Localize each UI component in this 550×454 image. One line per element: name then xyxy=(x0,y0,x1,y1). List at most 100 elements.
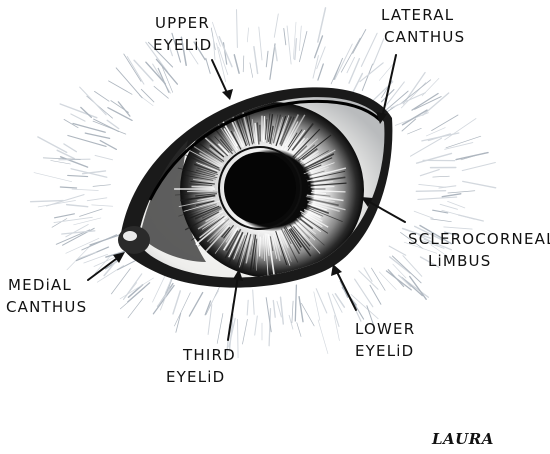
iris-fiber xyxy=(309,167,347,178)
fur-stroke xyxy=(258,26,263,61)
fur-stroke xyxy=(92,120,127,135)
iris-fiber xyxy=(180,194,216,202)
iris-fiber xyxy=(223,224,235,239)
fur-stroke xyxy=(152,272,167,303)
iris-fiber xyxy=(195,200,215,206)
fur-stroke xyxy=(461,162,496,172)
iris-fiber xyxy=(194,206,222,220)
iris-fiber xyxy=(188,143,224,166)
fur-stroke xyxy=(312,55,319,79)
fur-stroke xyxy=(65,237,100,254)
fur-stroke xyxy=(78,251,97,260)
iris-fiber xyxy=(310,191,327,194)
fur-stroke xyxy=(286,25,292,65)
fur-stroke xyxy=(276,300,282,318)
iris-fiber xyxy=(303,208,322,219)
fur-stroke xyxy=(265,50,269,68)
arrow-third-eyelid xyxy=(227,269,243,341)
iris-fiber xyxy=(310,181,334,185)
iris-fiber xyxy=(280,234,292,262)
fur-stroke xyxy=(388,245,407,256)
artist-signature: LAURA xyxy=(431,430,494,448)
fur-stroke xyxy=(439,203,458,210)
iris-fiber xyxy=(214,227,234,254)
fur-stroke xyxy=(65,224,89,238)
fur-stroke xyxy=(415,152,453,164)
fur-stroke xyxy=(419,224,453,245)
iris-fiber xyxy=(296,217,317,235)
fur-stroke xyxy=(156,287,172,307)
iris-fiber xyxy=(292,226,311,247)
iris-fiber xyxy=(190,173,216,180)
iris-fiber xyxy=(284,121,299,147)
fur-stroke xyxy=(180,36,187,67)
fur-stroke xyxy=(279,296,285,325)
fur-stroke xyxy=(462,180,497,189)
fur-stroke xyxy=(360,32,378,67)
iris-fiber xyxy=(293,145,308,159)
fur-stroke xyxy=(269,43,276,80)
iris-fiber xyxy=(191,216,225,241)
iris-fiber xyxy=(256,122,260,145)
fur-stroke xyxy=(207,290,220,310)
fur-stroke xyxy=(155,58,179,85)
iris-fiber xyxy=(209,147,224,159)
iris-fiber xyxy=(184,154,221,172)
fur-stroke xyxy=(350,294,379,320)
fur-stroke xyxy=(432,209,449,214)
fur-stroke xyxy=(86,197,108,202)
fur-stroke xyxy=(80,106,93,119)
fur-stroke xyxy=(37,200,76,208)
pupil-ring xyxy=(218,146,302,230)
iris-fiber xyxy=(230,130,242,150)
iris-fiber xyxy=(249,234,257,272)
iris-fiber xyxy=(189,183,213,186)
fur-stroke xyxy=(359,62,384,83)
iris-fiber xyxy=(307,205,330,215)
label-third-eyelid-line2: EYELiD xyxy=(166,368,225,386)
fur-stroke xyxy=(333,315,340,341)
iris-fiber xyxy=(298,213,329,234)
fur-stroke xyxy=(438,185,457,189)
iris-fiber xyxy=(265,119,268,140)
fur-stroke xyxy=(188,49,199,65)
iris-fiber xyxy=(225,230,239,252)
iris-fiber xyxy=(268,114,274,142)
iris-fiber xyxy=(174,191,218,196)
label-sclerocorneal-limbus: SCLEROCORNEAL LiMBUS xyxy=(408,230,550,270)
fur-stroke xyxy=(204,300,212,316)
iris-fiber xyxy=(254,122,259,146)
fur-stroke xyxy=(207,304,213,335)
arrow-upper-eyelid xyxy=(211,59,233,100)
iris-fiber xyxy=(292,128,321,158)
iris-fiber xyxy=(187,205,220,220)
iris-fiber xyxy=(199,215,228,239)
fur-stroke xyxy=(115,67,143,99)
iris-fiber xyxy=(299,150,319,164)
iris-fiber xyxy=(285,226,301,251)
iris-fiber xyxy=(239,232,250,268)
fur-stroke xyxy=(447,200,466,209)
iris-fiber xyxy=(225,228,236,243)
iris-fiber xyxy=(192,178,215,183)
fur-stroke xyxy=(298,296,304,323)
iris-group xyxy=(174,102,364,278)
fur-stroke xyxy=(418,234,439,246)
iris-fiber xyxy=(184,174,214,181)
iris-fiber xyxy=(183,200,220,212)
iris-fiber xyxy=(299,218,314,230)
fur-stroke xyxy=(334,43,353,80)
iris-fiber xyxy=(195,219,226,246)
fur-stroke xyxy=(403,241,438,254)
upper-eyelid-edge xyxy=(148,99,382,201)
fur-stroke xyxy=(122,273,143,300)
label-lateral-canthus-line2: CANTHUS xyxy=(384,28,465,46)
iris-fiber xyxy=(217,143,230,156)
iris-fiber xyxy=(272,114,282,144)
iris-fiber xyxy=(283,114,306,151)
iris-fiber xyxy=(283,230,292,245)
label-lower-eyelid-line2: EYELiD xyxy=(355,342,414,360)
label-third-eyelid-line1: THIRD xyxy=(182,346,236,364)
pupil xyxy=(224,152,296,224)
fur-stroke xyxy=(371,267,386,291)
